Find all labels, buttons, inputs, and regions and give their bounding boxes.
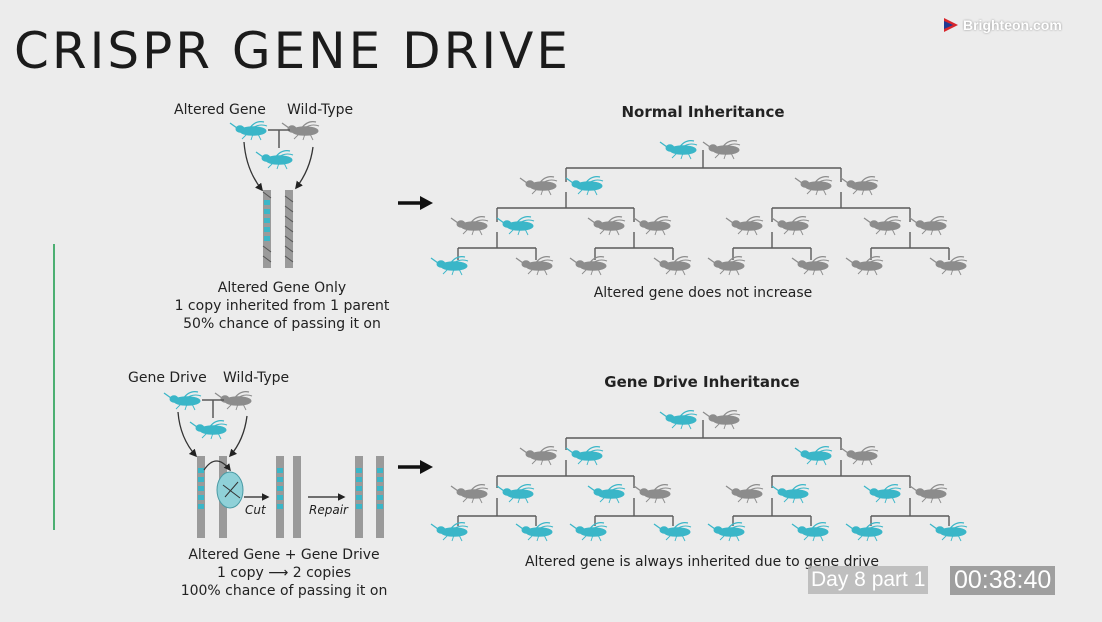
mosquito-offspring-top (256, 151, 293, 169)
top-caption-line-1: Altered Gene Only (217, 280, 347, 296)
accent-divider (53, 244, 55, 530)
bottom-caption: Altered Gene + Gene Drive 1 copy ⟶ 2 cop… (181, 546, 388, 600)
mosquito-parent-wildtype-bottom (215, 392, 252, 410)
video-timestamp: 00:38:40 (950, 566, 1056, 595)
chromosome-cut-repair-sequence (197, 456, 384, 538)
bottom-caption-line-2: 1 copy ⟶ 2 copies (216, 565, 352, 581)
top-caption: Altered Gene Only 1 copy inherited from … (175, 279, 390, 333)
normal-inheritance-title: Normal Inheritance (621, 103, 785, 121)
mosquito-parent-wildtype-top (282, 122, 319, 140)
top-caption-line-3: 50% chance of passing it on (183, 316, 381, 332)
label-gene-drive: Gene Drive (128, 370, 207, 386)
label-repair: Repair (309, 503, 348, 517)
normal-inheritance-tree (457, 150, 950, 260)
arrow-right-top (398, 196, 433, 210)
mosquito-offspring-bottom (190, 421, 227, 439)
video-part-label: Day 8 part 1 (808, 566, 929, 594)
top-caption-line-2: 1 copy inherited from 1 parent (174, 298, 390, 314)
label-cut: Cut (245, 503, 266, 517)
label-wild-type-bottom: Wild-Type (223, 370, 290, 386)
label-altered-gene: Altered Gene (174, 102, 266, 118)
gene-drive-inheritance-title: Gene Drive Inheritance (604, 373, 800, 391)
mosquito-parent-altered-top (230, 122, 267, 140)
normal-inheritance-caption: Altered gene does not increase (593, 285, 813, 301)
brand-name: Brighteon.com (963, 17, 1062, 33)
bottom-caption-line-3: 100% chance of passing it on (180, 583, 388, 599)
arrow-right-bottom (398, 460, 433, 474)
gene-drive-inheritance-tree (457, 420, 950, 526)
brighteon-logo-icon (944, 18, 958, 32)
label-wild-type-top: Wild-Type (287, 102, 354, 118)
chromosome-pair-top (262, 190, 294, 268)
mosquito-parent-gene-drive (164, 392, 201, 410)
slide-title: CRISPR GENE DRIVE (14, 22, 571, 80)
bottom-caption-line-1: Altered Gene + Gene Drive (188, 547, 380, 563)
brand-logo: Brighteon.com (942, 16, 1062, 34)
gene-drive-inheritance-caption: Altered gene is always inherited due to … (524, 554, 880, 570)
